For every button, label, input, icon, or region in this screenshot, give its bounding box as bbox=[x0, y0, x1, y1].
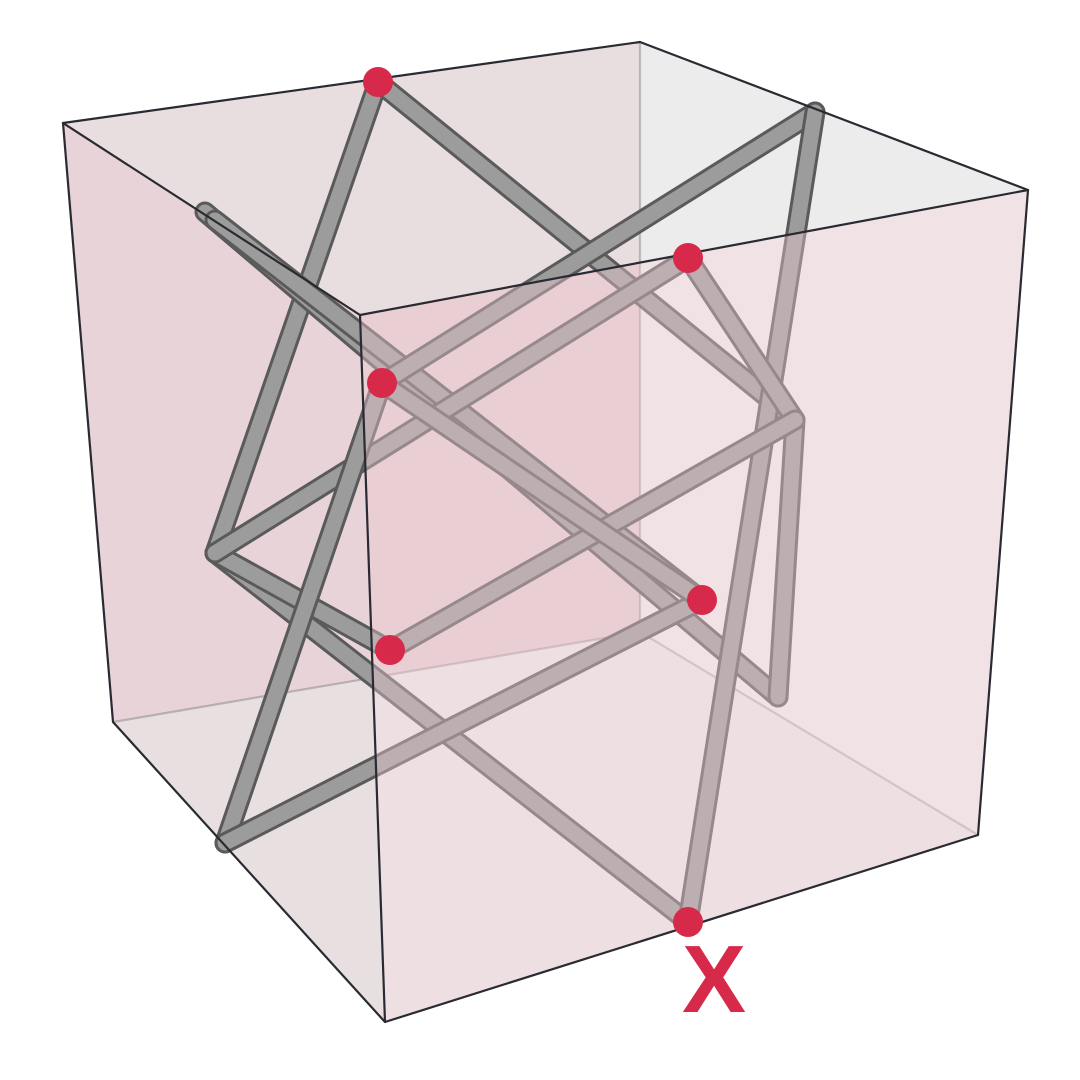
rod-top-right bbox=[374, 104, 823, 391]
rod-front-lower bbox=[374, 375, 710, 608]
rod-right-vertical bbox=[680, 104, 823, 930]
cube-bottom-face bbox=[113, 632, 978, 1022]
joint-upper-right bbox=[673, 243, 703, 273]
rod-center-left bbox=[217, 375, 390, 851]
vertex-label: X bbox=[682, 926, 746, 1033]
joint-bottom bbox=[673, 907, 703, 937]
rod-framework bbox=[194, 71, 826, 933]
joint-lower-left bbox=[375, 635, 405, 665]
joint-lower-right bbox=[687, 585, 717, 615]
rod-bottom-right bbox=[217, 592, 710, 851]
rod-top-left bbox=[207, 74, 386, 561]
cube-top-face bbox=[63, 42, 1028, 315]
cube-visible-edges bbox=[61, 40, 1030, 1024]
joint-markers bbox=[363, 67, 717, 937]
rod-mid-up bbox=[207, 250, 696, 561]
joint-top bbox=[363, 67, 393, 97]
joint-center-left bbox=[367, 368, 397, 398]
